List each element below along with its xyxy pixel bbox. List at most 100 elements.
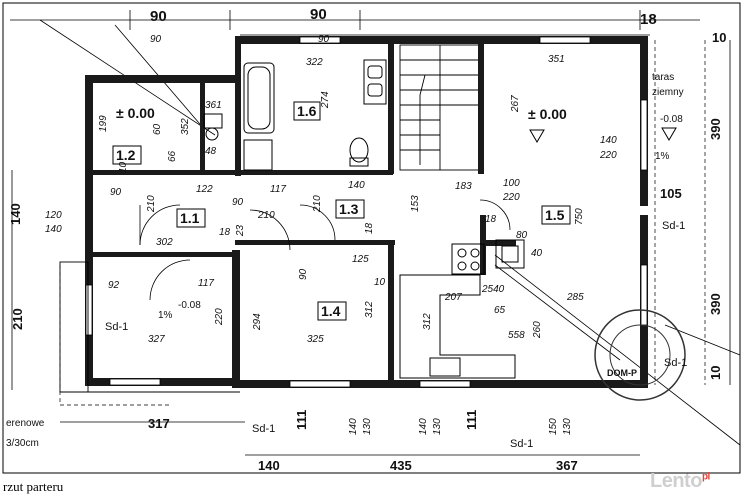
watermark-suffix: pl: [701, 471, 710, 483]
dim-274: 274: [320, 91, 331, 109]
dim-80: 80: [516, 230, 528, 241]
windows: [85, 36, 648, 388]
dim-10a: 10: [374, 277, 386, 288]
dim-2945: 294: [252, 313, 263, 331]
dim-bottom-b: 140: [258, 458, 280, 473]
dim-210a: 210: [146, 195, 157, 213]
dim-2540: 2540: [481, 284, 505, 295]
sd-label-3: Sd-1: [664, 357, 687, 369]
inner-dimensions: 322 351 274 267 361 199 60 352 66 48 90 …: [98, 54, 617, 345]
dim-bottom-j: 130: [432, 418, 443, 435]
dim-top-a: 90: [150, 8, 167, 25]
dim-top-c: 18: [640, 11, 657, 28]
dim-90b: 90: [232, 197, 244, 208]
dim-10b: 10: [118, 161, 129, 173]
slope-entry: 1%: [158, 310, 173, 321]
dim-210c: 210: [312, 195, 323, 213]
top-dimension-lines: [10, 10, 700, 36]
dim-199: 199: [98, 115, 109, 132]
dim-bottom-g: 150: [548, 418, 559, 435]
room-labels: 1.6 1.2 1.1 1.3 1.4 1.5: [112, 101, 571, 321]
dim-3225: 322: [306, 57, 323, 68]
dim-125: 125: [352, 254, 369, 265]
room-1-4: 1.4: [321, 303, 341, 319]
dim-3515: 351: [548, 54, 565, 65]
dim-183: 183: [455, 181, 472, 192]
dim-bottom-i2: 140: [418, 418, 429, 435]
dim-90a: 90: [110, 187, 122, 198]
dim-312b: 312: [422, 313, 433, 330]
door-swings: [139, 199, 511, 301]
dim-bottom-h: 130: [362, 418, 373, 435]
dim-302: 302: [156, 237, 173, 248]
dim-2075: 207: [444, 292, 462, 303]
sd-label-5: Sd-1: [510, 438, 533, 450]
dim-312a: 312: [364, 301, 375, 318]
dim-66: 66: [167, 150, 178, 162]
dim-bottom-f: 111: [464, 410, 479, 430]
drawing-caption: rzut parteru: [3, 479, 64, 494]
dim-558: 558: [508, 330, 525, 341]
level-entry: -0.08: [178, 300, 201, 311]
staircase: [399, 44, 481, 171]
dim-2855: 285: [566, 292, 584, 303]
dim-3614: 361: [205, 100, 222, 111]
dim-bottom-a: 317: [148, 416, 170, 431]
dim-220b: 220: [502, 192, 520, 203]
dim-top-b: 90: [310, 6, 327, 23]
entry-arrow-icon: [529, 129, 545, 143]
sheet-frame: [2, 2, 741, 474]
dim-267: 267: [510, 95, 521, 113]
dim-48: 48: [205, 146, 217, 157]
dim-40: 40: [531, 248, 543, 259]
dim-2205: 220: [214, 308, 225, 326]
dim-18a: 18: [219, 227, 231, 238]
label-terenowe: erenowe: [6, 418, 45, 429]
watermark-text: Lento: [650, 470, 702, 492]
dim-bottom-c: 435: [390, 458, 412, 473]
dim-top-e: 90: [318, 34, 330, 45]
dim-153: 153: [410, 195, 421, 212]
dim-right-d: 10: [708, 366, 723, 380]
room-1-6: 1.6: [297, 103, 317, 119]
dim-90c: 90: [298, 268, 309, 280]
dim-750: 750: [574, 208, 585, 225]
room-1-2: 1.2: [116, 147, 136, 163]
bathroom-fixtures: [203, 59, 387, 171]
entry-step: [59, 261, 240, 393]
dim-top-d: 90: [150, 34, 162, 45]
dim-122: 122: [196, 184, 213, 195]
dim-325: 325: [307, 334, 324, 345]
sd-label-4: Sd-1: [252, 423, 275, 435]
sd-label-2: Sd-1: [662, 220, 685, 232]
dim-100a: 100: [503, 178, 520, 189]
stamp-text: DOM-P: [607, 368, 637, 378]
dim-23: 23: [235, 224, 246, 237]
dim-117b: 117: [198, 278, 214, 289]
dim-327: 327: [148, 334, 165, 345]
dim-bottom-i: 140: [348, 418, 359, 435]
sd-label-1: Sd-1: [105, 321, 128, 333]
slope-terrace: 1%: [655, 151, 670, 162]
dim-left-d: 140: [45, 224, 62, 235]
dim-bottom-h2: 130: [562, 418, 573, 435]
dim-left-a: 140: [8, 203, 23, 225]
dim-bottom-d: 367: [556, 458, 578, 473]
dim-bottom-e: 111: [294, 410, 309, 430]
dim-18c: 18: [364, 222, 375, 234]
designer-stamp: DOM-P: [594, 309, 686, 401]
room-1-1: 1.1: [180, 210, 200, 226]
kitchen-counter: [399, 239, 525, 379]
dim-left-b: 210: [10, 308, 25, 330]
dim-right-b: 390: [708, 293, 723, 315]
dim-117: 117: [270, 184, 286, 195]
dim-18b: 18: [485, 214, 497, 225]
dim-220a: 220: [599, 150, 617, 161]
dim-92: 92: [108, 280, 120, 291]
dim-1405: 140: [348, 180, 365, 191]
dim-right-c: 105: [660, 186, 682, 201]
label-ziemny: ziemny: [652, 87, 684, 98]
level-terrace: -0.08: [660, 114, 683, 125]
dim-left-c: 120: [45, 210, 62, 221]
terrace-outline: [59, 40, 706, 406]
